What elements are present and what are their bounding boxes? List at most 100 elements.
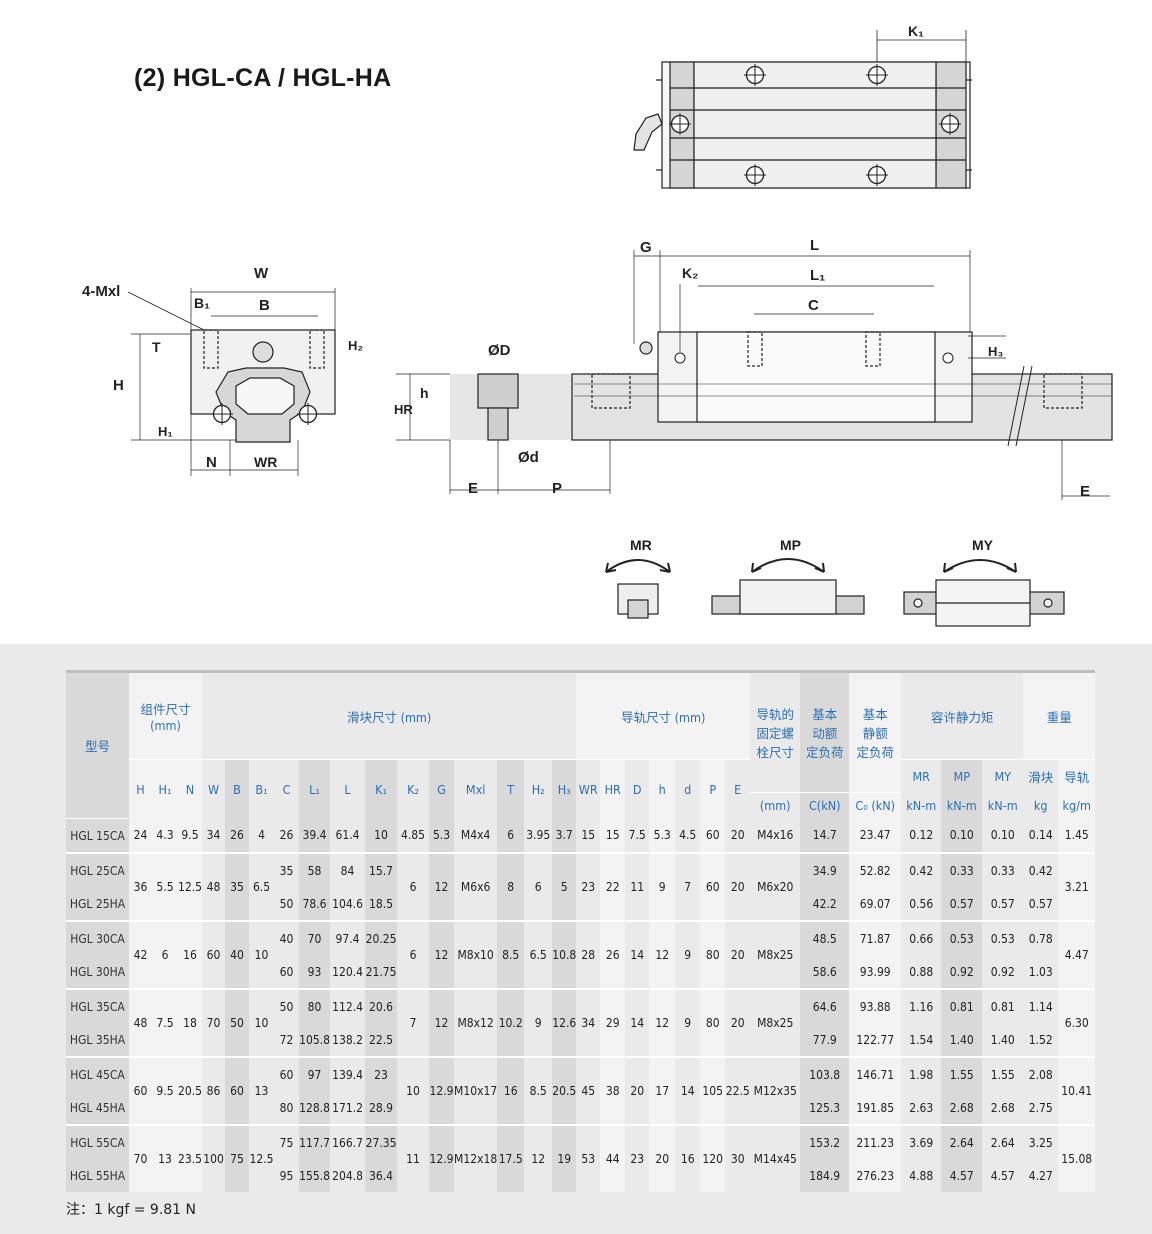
label-b: B [259,297,270,314]
cell-my: 0.92 [990,964,1015,979]
cell-l: 61.4 [335,828,360,843]
cell-w: 60 [202,920,226,989]
cell-wb: 0.57 [1028,896,1053,911]
col-header-p: P [700,759,726,819]
cell-h: 48 [129,988,152,1057]
label-g: G [640,239,652,256]
cell-l1: 58 [299,852,331,887]
model-cell: HGL 30HA [66,955,129,989]
unit-mr-unit: kN-m [906,797,937,813]
cell-my: 0.81 [982,988,1024,1023]
cell-l1: 128.8 [299,1091,331,1125]
cell-hr: 29 [600,988,626,1057]
cell-c: 50 [279,896,294,911]
cell-l1: 78.6 [299,887,331,921]
sub-header-block-w: 滑块 [1028,769,1054,785]
cell-w: 48 [202,852,226,921]
cell-b1: 10 [249,920,275,989]
footnote: 注：1 kgf = 9.81 N [66,1202,197,1218]
cell-h3: 19 [552,1124,577,1192]
col-header-l: L [344,781,351,797]
cell-mp: 2.64 [941,1124,983,1159]
cell-p: 120 [700,1124,726,1192]
cell-mxl: M4x4 [460,828,491,843]
cell-cdyn: 184.9 [800,1159,850,1192]
header-rail: 导轨尺寸 (mm) [576,670,751,760]
cell-l1: 105.8 [299,1023,331,1057]
cell-l1: 39.4 [299,818,331,853]
cell-c0: 122.77 [849,1023,902,1057]
label-h: H [113,377,124,394]
cell-e: 22.5 [725,1056,751,1125]
cell-g: 5.3 [429,818,455,853]
cell-l: 171.2 [332,1100,363,1115]
side-view [396,250,1113,500]
model-cell: HGL 25CA [66,852,129,887]
label-b1: B₁ [194,295,210,311]
cell-mxl: M8x12 [454,988,498,1057]
cell-k1: 10 [365,818,398,853]
cell-d: 14 [675,1056,701,1125]
cell-d: 14 [625,988,650,1057]
header-dynamic-load: 基本 动额 定负荷 [800,670,850,793]
col-header-e: E [734,781,742,797]
cell-c: 75 [274,1124,300,1159]
cell-h: 5.3 [649,818,676,853]
cell-k2: 7 [397,988,430,1057]
model-cell: HGL 35HA [66,1023,129,1057]
cell-k1: 15.7 [365,852,398,887]
label-h3: H₃ [988,344,1003,359]
cell-k2: 4.85 [401,828,426,843]
cell-bolt: M12x35 [750,1056,801,1125]
cell-b1: 13 [249,1056,275,1125]
cell-cdyn: 34.9 [800,852,850,887]
cell-e: 20 [730,828,745,843]
cell-h2: 6.5 [524,920,553,989]
spec-section: 型号 组件尺寸 (mm) 滑块尺寸 (mm) 导轨尺寸 (mm) 导轨的 固定螺… [0,644,1152,1234]
cell-p: 60 [700,852,726,921]
cell-h: 9 [649,852,676,921]
label-4-mxl: 4-Mxl [82,283,120,300]
cell-c: 60 [274,1056,300,1091]
col-header-h3: H₃ [552,759,577,819]
cell-l1: 80 [299,988,331,1023]
cell-c0: 191.85 [849,1091,902,1125]
sub-header-my: MY [994,768,1012,784]
header-static-load: 基本 静额 定负荷 [849,670,902,793]
col-header-h: h [649,759,676,819]
cell-d: 9 [675,920,701,989]
model-cell: HGL 45CA [66,1056,129,1091]
col-header-g: G [429,759,455,819]
cell-k1: 36.4 [365,1159,398,1192]
cell-hr: 26 [600,920,626,989]
label-mp: MP [780,537,801,553]
cell-c0: 69.07 [849,887,902,921]
cell-l1: 70 [299,920,331,955]
cell-c: 35 [274,852,300,887]
cell-hr: 38 [600,1056,626,1125]
cell-bolt: M4x16 [757,828,794,843]
side-hole-icon [942,352,954,364]
cell-wr: 53 [576,1124,601,1192]
cell-h1: 4.3 [152,818,178,853]
cell-l1: 97 [299,1056,331,1091]
cell-mr: 3.69 [901,1124,942,1159]
cell-b: 40 [225,920,250,989]
col-header-b: B [225,759,250,819]
cell-d: 23 [625,1124,650,1192]
cell-my: 2.68 [990,1100,1015,1115]
cell-h2: 8.5 [524,1056,553,1125]
cell-h3: 5 [552,852,577,921]
technical-drawings: K₁ 4-Mxl W B₁ B T H₂ H H₁ N WR [82,23,1113,627]
cell-t: 10.2 [497,988,525,1057]
cell-wb: 2.08 [1023,1056,1059,1091]
cell-l: 120.4 [332,964,363,979]
label-l1: L₁ [810,267,825,284]
label-w: W [254,265,269,282]
cell-my: 0.57 [990,896,1015,911]
cell-c0: 276.23 [849,1159,902,1192]
cell-e: 20 [725,988,751,1057]
label-h1: H₁ [158,424,173,439]
